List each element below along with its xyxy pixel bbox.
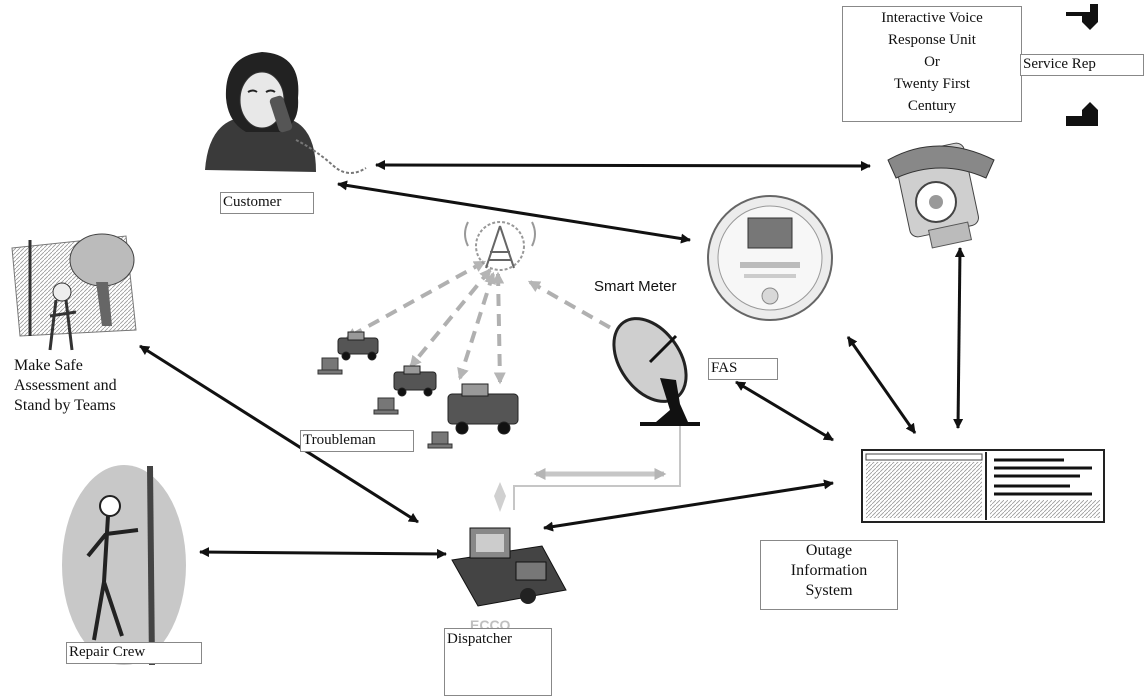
customer-label: Customer: [220, 192, 314, 214]
link-dispatcher-ois: [543, 479, 834, 532]
link-customer-meter: [337, 180, 691, 244]
repair-crew-label: Repair Crew: [66, 642, 202, 664]
smart-meter-icon: [707, 195, 833, 321]
customer-on-phone-icon: [205, 52, 367, 174]
satellite-dish-icon: [612, 317, 700, 426]
laptop-icon: [317, 357, 453, 449]
ois-label: Outage Information System: [760, 540, 898, 610]
telephone-icon: [887, 142, 995, 249]
ois-screen-icon: [861, 449, 1105, 523]
service-rep-arrow-icon: [1066, 4, 1098, 126]
dispatcher-label: Dispatcher: [444, 628, 552, 696]
link-repair-dispatcher: [199, 547, 447, 559]
wireless-link-truck-3: [492, 271, 506, 385]
smart-meter-label: Smart Meter: [594, 278, 677, 295]
link-phone-ois: [953, 247, 965, 429]
link-makesafe-dispatcher: [139, 344, 419, 524]
link-customer-telephone: [375, 160, 871, 171]
fas-ecco-route: [494, 416, 681, 512]
wireless-link-truck-4: [457, 271, 496, 381]
wireless-tower-icon: [464, 221, 536, 271]
tree-on-power-line-icon: [11, 233, 137, 351]
link-meter-ois: [846, 336, 917, 434]
fas-label: FAS: [708, 358, 778, 380]
troubleman-label: Troubleman: [300, 430, 414, 452]
make-safe-label: Make Safe Assessment and Stand by Teams: [14, 357, 117, 414]
link-fas-ois: [735, 380, 834, 442]
utility-truck-icon: [337, 331, 519, 435]
service-rep-label: Service Rep: [1020, 54, 1144, 76]
dispatch-computer-icon: [451, 527, 567, 607]
ivr-label: Interactive Voice Response Unit Or Twent…: [842, 6, 1022, 122]
lineman-on-pole-icon: [62, 465, 186, 666]
